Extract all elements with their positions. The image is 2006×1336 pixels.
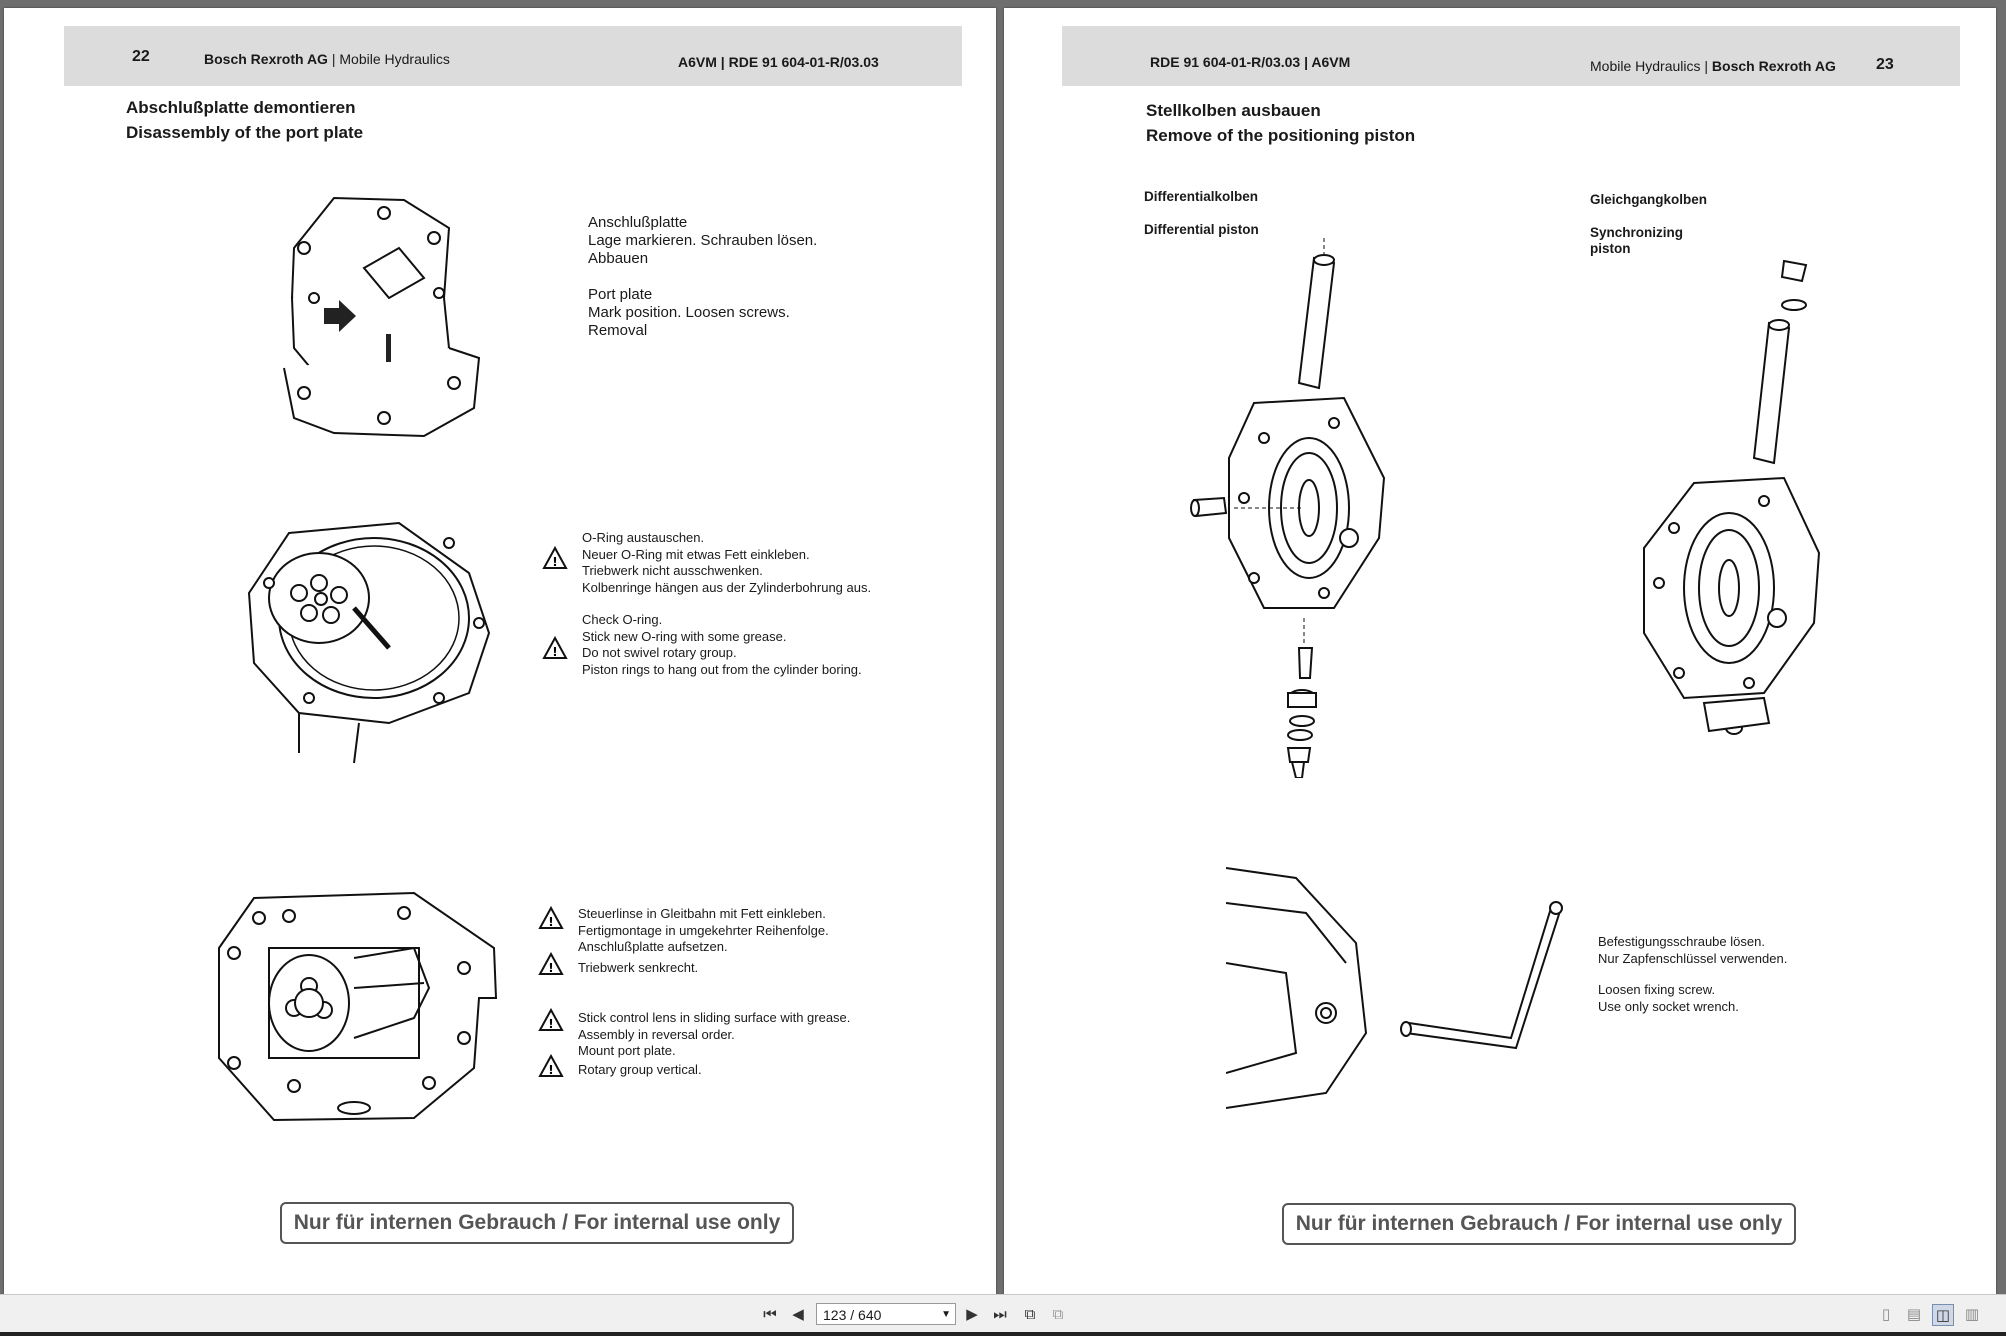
go-back-icon[interactable]: ⧉ — [1024, 1305, 1036, 1323]
section-title-en: Disassembly of the port plate — [126, 123, 364, 142]
step3-text-en: Stick control lens in sliding surface wi… — [578, 1010, 851, 1058]
step1-text-en: Port plate Mark position. Loosen screws.… — [588, 286, 790, 339]
port-plate-illustration — [283, 196, 481, 438]
warning-icon: ! — [538, 1054, 564, 1077]
section-title-de: Stellkolben ausbauen — [1146, 101, 1321, 120]
socket-wrench-illustration — [1226, 867, 1563, 1109]
step1-text-de: Anschlußplatte Lage markieren. Schrauben… — [588, 214, 818, 267]
svg-text:!: ! — [552, 645, 557, 659]
step2-text-de: O-Ring austauschen. Neuer O-Ring mit etw… — [582, 530, 872, 595]
header-doc-ref: A6VM | RDE 91 604-01-R/03.03 — [678, 54, 879, 70]
differential-piston-illustration — [1190, 238, 1386, 778]
page-22: 22 Bosch Rexroth AG | Mobile Hydraulics … — [4, 8, 996, 1294]
header-company: Mobile Hydraulics | Bosch Rexroth AG — [1590, 58, 1836, 74]
label-differential-de: Differentialkolben — [1144, 189, 1259, 204]
svg-text:!: ! — [552, 555, 557, 569]
previous-page-icon[interactable]: ◀ — [792, 1306, 804, 1323]
internal-use-notice: Nur für internen Gebrauch / For internal… — [280, 1202, 794, 1244]
warning-icon: ! — [538, 906, 564, 929]
header-doc-ref: RDE 91 604-01-R/03.03 | A6VM — [1150, 54, 1351, 70]
header-company: Bosch Rexroth AG | Mobile Hydraulics — [204, 51, 450, 67]
svg-text:!: ! — [548, 1063, 553, 1077]
control-lens-illustration — [218, 891, 498, 1122]
next-page-icon[interactable]: ▶ — [966, 1306, 978, 1323]
page-header: RDE 91 604-01-R/03.03 | A6VM Mobile Hydr… — [1062, 26, 1960, 86]
step2-text-en: Check O-ring. Stick new O-ring with some… — [582, 612, 862, 677]
page-23: RDE 91 604-01-R/03.03 | A6VM Mobile Hydr… — [1004, 8, 1996, 1294]
warning-icon: ! — [538, 952, 564, 975]
last-page-icon[interactable]: ⏭ — [993, 1305, 1007, 1323]
two-page-view-icon[interactable]: ◫ — [1932, 1304, 1954, 1326]
single-page-view-icon[interactable]: ▯ — [1881, 1306, 1891, 1323]
label-synchronizing-de: Gleichgangkolben — [1590, 192, 1708, 207]
warning-icon: ! — [538, 1008, 564, 1031]
section-title-en: Remove of the positioning piston — [1146, 126, 1416, 145]
internal-use-notice: Nur für internen Gebrauch / For internal… — [1282, 1203, 1796, 1245]
warning-icon: ! — [542, 636, 568, 659]
go-forward-icon[interactable]: ⧉ — [1052, 1305, 1064, 1323]
step3-text-de2: Triebwerk senkrecht. — [578, 960, 699, 975]
svg-text:!: ! — [548, 915, 553, 929]
page-number: 22 — [132, 48, 150, 65]
step-text-en: Loosen fixing screw. Use only socket wre… — [1598, 982, 1739, 1014]
window-edge — [0, 1332, 2006, 1336]
page-number-input[interactable]: 123 / 640 ▼ — [816, 1303, 956, 1325]
page-header: 22 Bosch Rexroth AG | Mobile Hydraulics … — [64, 26, 962, 86]
chevron-down-icon[interactable]: ▼ — [941, 1309, 951, 1320]
synchronizing-piston-illustration — [1643, 259, 1821, 735]
label-differential-en: Differential piston — [1144, 222, 1259, 237]
step-text-de: Befestigungsschraube lösen. Nur Zapfensc… — [1598, 934, 1788, 966]
two-page-continuous-view-icon[interactable]: ▥ — [1964, 1306, 1980, 1323]
page-number: 23 — [1876, 56, 1894, 73]
label-synchronizing-en: Synchronizing piston — [1590, 225, 1684, 256]
o-ring-illustration — [247, 521, 491, 764]
viewer-toolbar: ⏮ ◀ 123 / 640 ▼ ▶ ⏭ ⧉ ⧉ ▯ ▤ ◫ ▥ — [0, 1294, 2006, 1333]
first-page-icon[interactable]: ⏮ — [763, 1305, 777, 1323]
step3-text-en2: Rotary group vertical. — [578, 1062, 702, 1077]
svg-text:!: ! — [548, 961, 553, 975]
step3-text-de: Steuerlinse in Gleitbahn mit Fett einkle… — [578, 906, 829, 954]
section-title-de: Abschlußplatte demontieren — [126, 98, 356, 117]
warning-icon: ! — [542, 546, 568, 569]
continuous-view-icon[interactable]: ▤ — [1906, 1306, 1922, 1323]
svg-text:!: ! — [548, 1017, 553, 1031]
